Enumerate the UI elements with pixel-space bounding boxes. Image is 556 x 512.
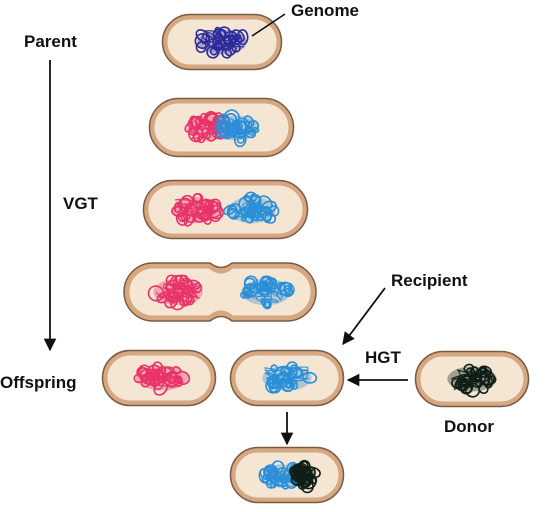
recipient-label: Recipient bbox=[391, 271, 468, 290]
offspring-label: Offspring bbox=[0, 373, 77, 392]
parent-label: Parent bbox=[24, 32, 77, 51]
vgt-label: VGT bbox=[63, 194, 98, 213]
genome-pink bbox=[147, 274, 203, 311]
donor-label: Donor bbox=[444, 417, 495, 436]
donor-cell bbox=[414, 350, 530, 408]
hgt-label: HGT bbox=[365, 348, 401, 367]
genome-blue bbox=[240, 275, 295, 310]
genome-pink bbox=[133, 361, 191, 396]
replicating-cell bbox=[148, 97, 295, 158]
genome-black bbox=[289, 459, 321, 494]
recombinant-cell bbox=[229, 446, 345, 504]
genome-blue bbox=[213, 109, 260, 148]
recipient-pointer-arrow bbox=[342, 287, 386, 346]
genome-blue bbox=[262, 361, 318, 394]
genome-pink bbox=[171, 192, 224, 227]
parent-cell bbox=[161, 13, 283, 71]
genome-navy bbox=[194, 26, 249, 59]
elongated-cell bbox=[142, 179, 309, 240]
recipient-cell bbox=[229, 349, 345, 407]
dividing-cell bbox=[123, 262, 317, 322]
genome-blue bbox=[223, 191, 280, 224]
genome-label: Genome bbox=[291, 1, 360, 20]
genome-pointer-line bbox=[251, 13, 286, 37]
offspring-cell bbox=[101, 349, 217, 407]
genome-black bbox=[447, 363, 497, 398]
